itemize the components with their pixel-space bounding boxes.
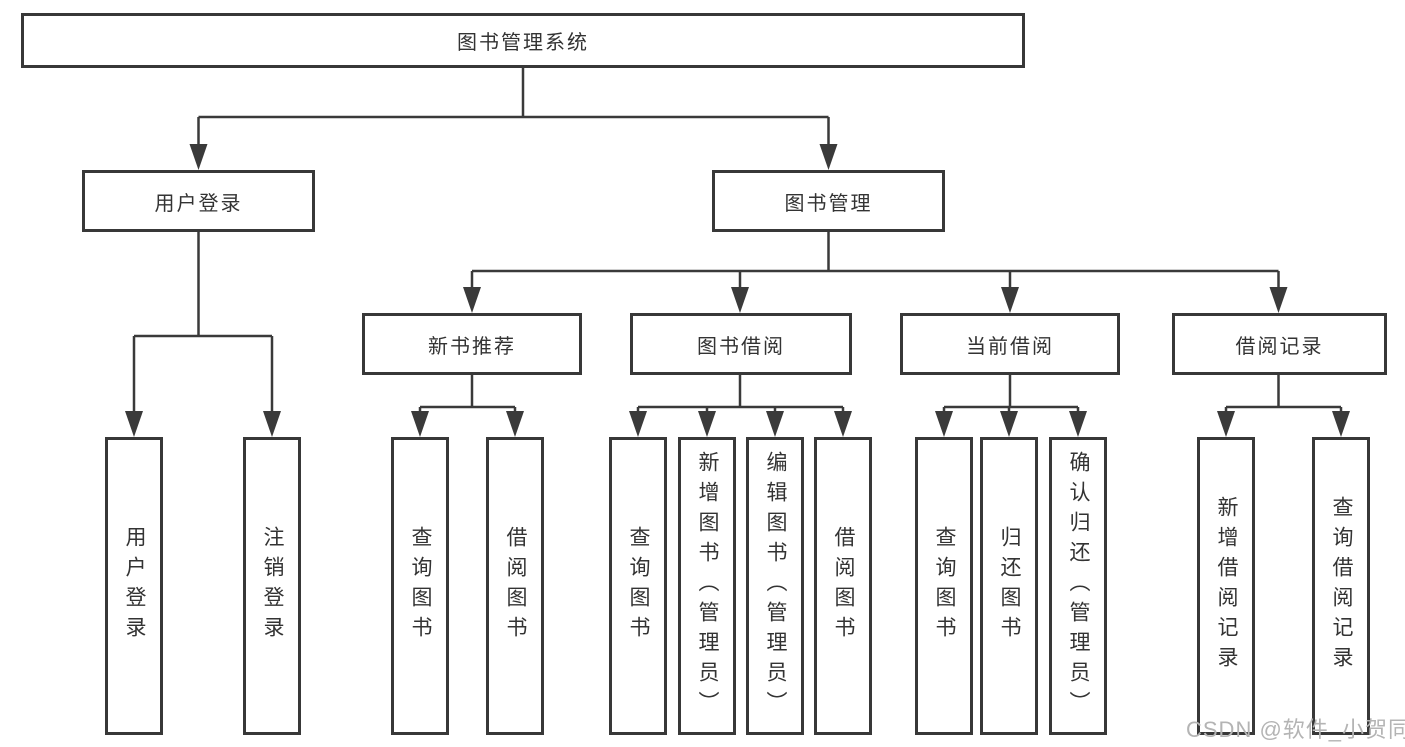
node-label: 查询图书 bbox=[409, 526, 432, 646]
arrowhead bbox=[819, 144, 838, 170]
node-label: 当前借阅 bbox=[966, 335, 1054, 358]
node-label: 借阅图书 bbox=[504, 526, 527, 646]
arrowhead bbox=[834, 411, 852, 437]
node-label: 查询图书 bbox=[933, 526, 956, 646]
node-label: 借阅记录 bbox=[1235, 335, 1324, 358]
node-label: 新增借阅记录 bbox=[1215, 496, 1238, 676]
edge-user-login-to-leaves bbox=[125, 232, 281, 437]
arrowhead bbox=[629, 411, 647, 437]
arrowhead bbox=[263, 411, 281, 437]
node-new-book-recommend: 新书推荐 bbox=[362, 313, 582, 375]
edge-root-to-level2 bbox=[189, 68, 838, 170]
node-book-management: 图书管理 bbox=[712, 170, 945, 232]
arrowhead bbox=[731, 287, 749, 313]
edge-line bbox=[942, 375, 1080, 417]
leaf-logout: 注销登录 bbox=[243, 437, 301, 735]
watermark: CSDN @软件_小贺同学 bbox=[1186, 717, 1405, 742]
node-label: 新增图书（管理员） bbox=[696, 451, 719, 721]
node-label: 新书推荐 bbox=[428, 335, 516, 358]
arrowhead bbox=[125, 411, 143, 437]
node-label: 注销登录 bbox=[261, 526, 284, 646]
edge-book-borrow-to-leaves bbox=[629, 375, 852, 437]
edge-line bbox=[132, 232, 274, 417]
node-label: 确认归还（管理员） bbox=[1067, 451, 1090, 721]
leaf-user-login: 用户登录 bbox=[105, 437, 163, 735]
edge-current-borrow-to-leaves bbox=[935, 375, 1087, 437]
edge-new-book-rec-to-leaves bbox=[411, 375, 524, 437]
arrowhead bbox=[1000, 411, 1018, 437]
arrowhead bbox=[935, 411, 953, 437]
arrowhead bbox=[1332, 411, 1350, 437]
leaf-records-query-record: 查询借阅记录 bbox=[1312, 437, 1370, 735]
leaf-current-query-book: 查询图书 bbox=[915, 437, 973, 735]
leaf-rec-query-book: 查询图书 bbox=[391, 437, 449, 735]
leaf-borrow-query-book: 查询图书 bbox=[609, 437, 667, 735]
edge-line bbox=[197, 68, 830, 150]
edge-borrow-records-to-leaves bbox=[1217, 375, 1350, 437]
edge-line bbox=[418, 375, 517, 417]
arrowhead bbox=[766, 411, 784, 437]
arrowhead bbox=[698, 411, 716, 437]
node-label: 查询借阅记录 bbox=[1330, 496, 1353, 676]
node-label: 用户登录 bbox=[154, 192, 243, 215]
node-book-borrow: 图书借阅 bbox=[630, 313, 852, 375]
arrowhead bbox=[189, 144, 208, 170]
node-label: 编辑图书（管理员） bbox=[764, 451, 787, 721]
node-root: 图书管理系统 bbox=[21, 13, 1025, 68]
leaf-records-add-record: 新增借阅记录 bbox=[1197, 437, 1255, 735]
edge-book-mgmt-to-level3 bbox=[463, 232, 1288, 313]
arrowhead bbox=[463, 287, 481, 313]
node-label: 查询图书 bbox=[627, 526, 650, 646]
arrowhead bbox=[506, 411, 524, 437]
arrowhead bbox=[1269, 287, 1288, 313]
node-label: 图书管理系统 bbox=[457, 32, 589, 54]
leaf-borrow-borrow-book: 借阅图书 bbox=[814, 437, 872, 735]
edge-line bbox=[1224, 375, 1343, 417]
leaf-borrow-edit-book-admin: 编辑图书（管理员） bbox=[746, 437, 804, 735]
node-label: 图书借阅 bbox=[697, 335, 785, 358]
arrowhead bbox=[411, 411, 429, 437]
leaf-borrow-add-book-admin: 新增图书（管理员） bbox=[678, 437, 736, 735]
node-label: 借阅图书 bbox=[832, 526, 855, 646]
node-label: 用户登录 bbox=[123, 526, 146, 646]
arrowhead bbox=[1001, 287, 1019, 313]
node-label: 图书管理 bbox=[784, 192, 873, 215]
leaf-current-confirm-return-admin: 确认归还（管理员） bbox=[1049, 437, 1107, 735]
node-user-login: 用户登录 bbox=[82, 170, 315, 232]
edge-line bbox=[636, 375, 845, 417]
node-borrow-records: 借阅记录 bbox=[1172, 313, 1387, 375]
arrowhead bbox=[1069, 411, 1087, 437]
arrowhead bbox=[1217, 411, 1235, 437]
leaf-current-return-book: 归还图书 bbox=[980, 437, 1038, 735]
node-label: 归还图书 bbox=[998, 526, 1021, 646]
edge-line bbox=[470, 232, 1280, 293]
leaf-rec-borrow-book: 借阅图书 bbox=[486, 437, 544, 735]
node-current-borrow: 当前借阅 bbox=[900, 313, 1120, 375]
